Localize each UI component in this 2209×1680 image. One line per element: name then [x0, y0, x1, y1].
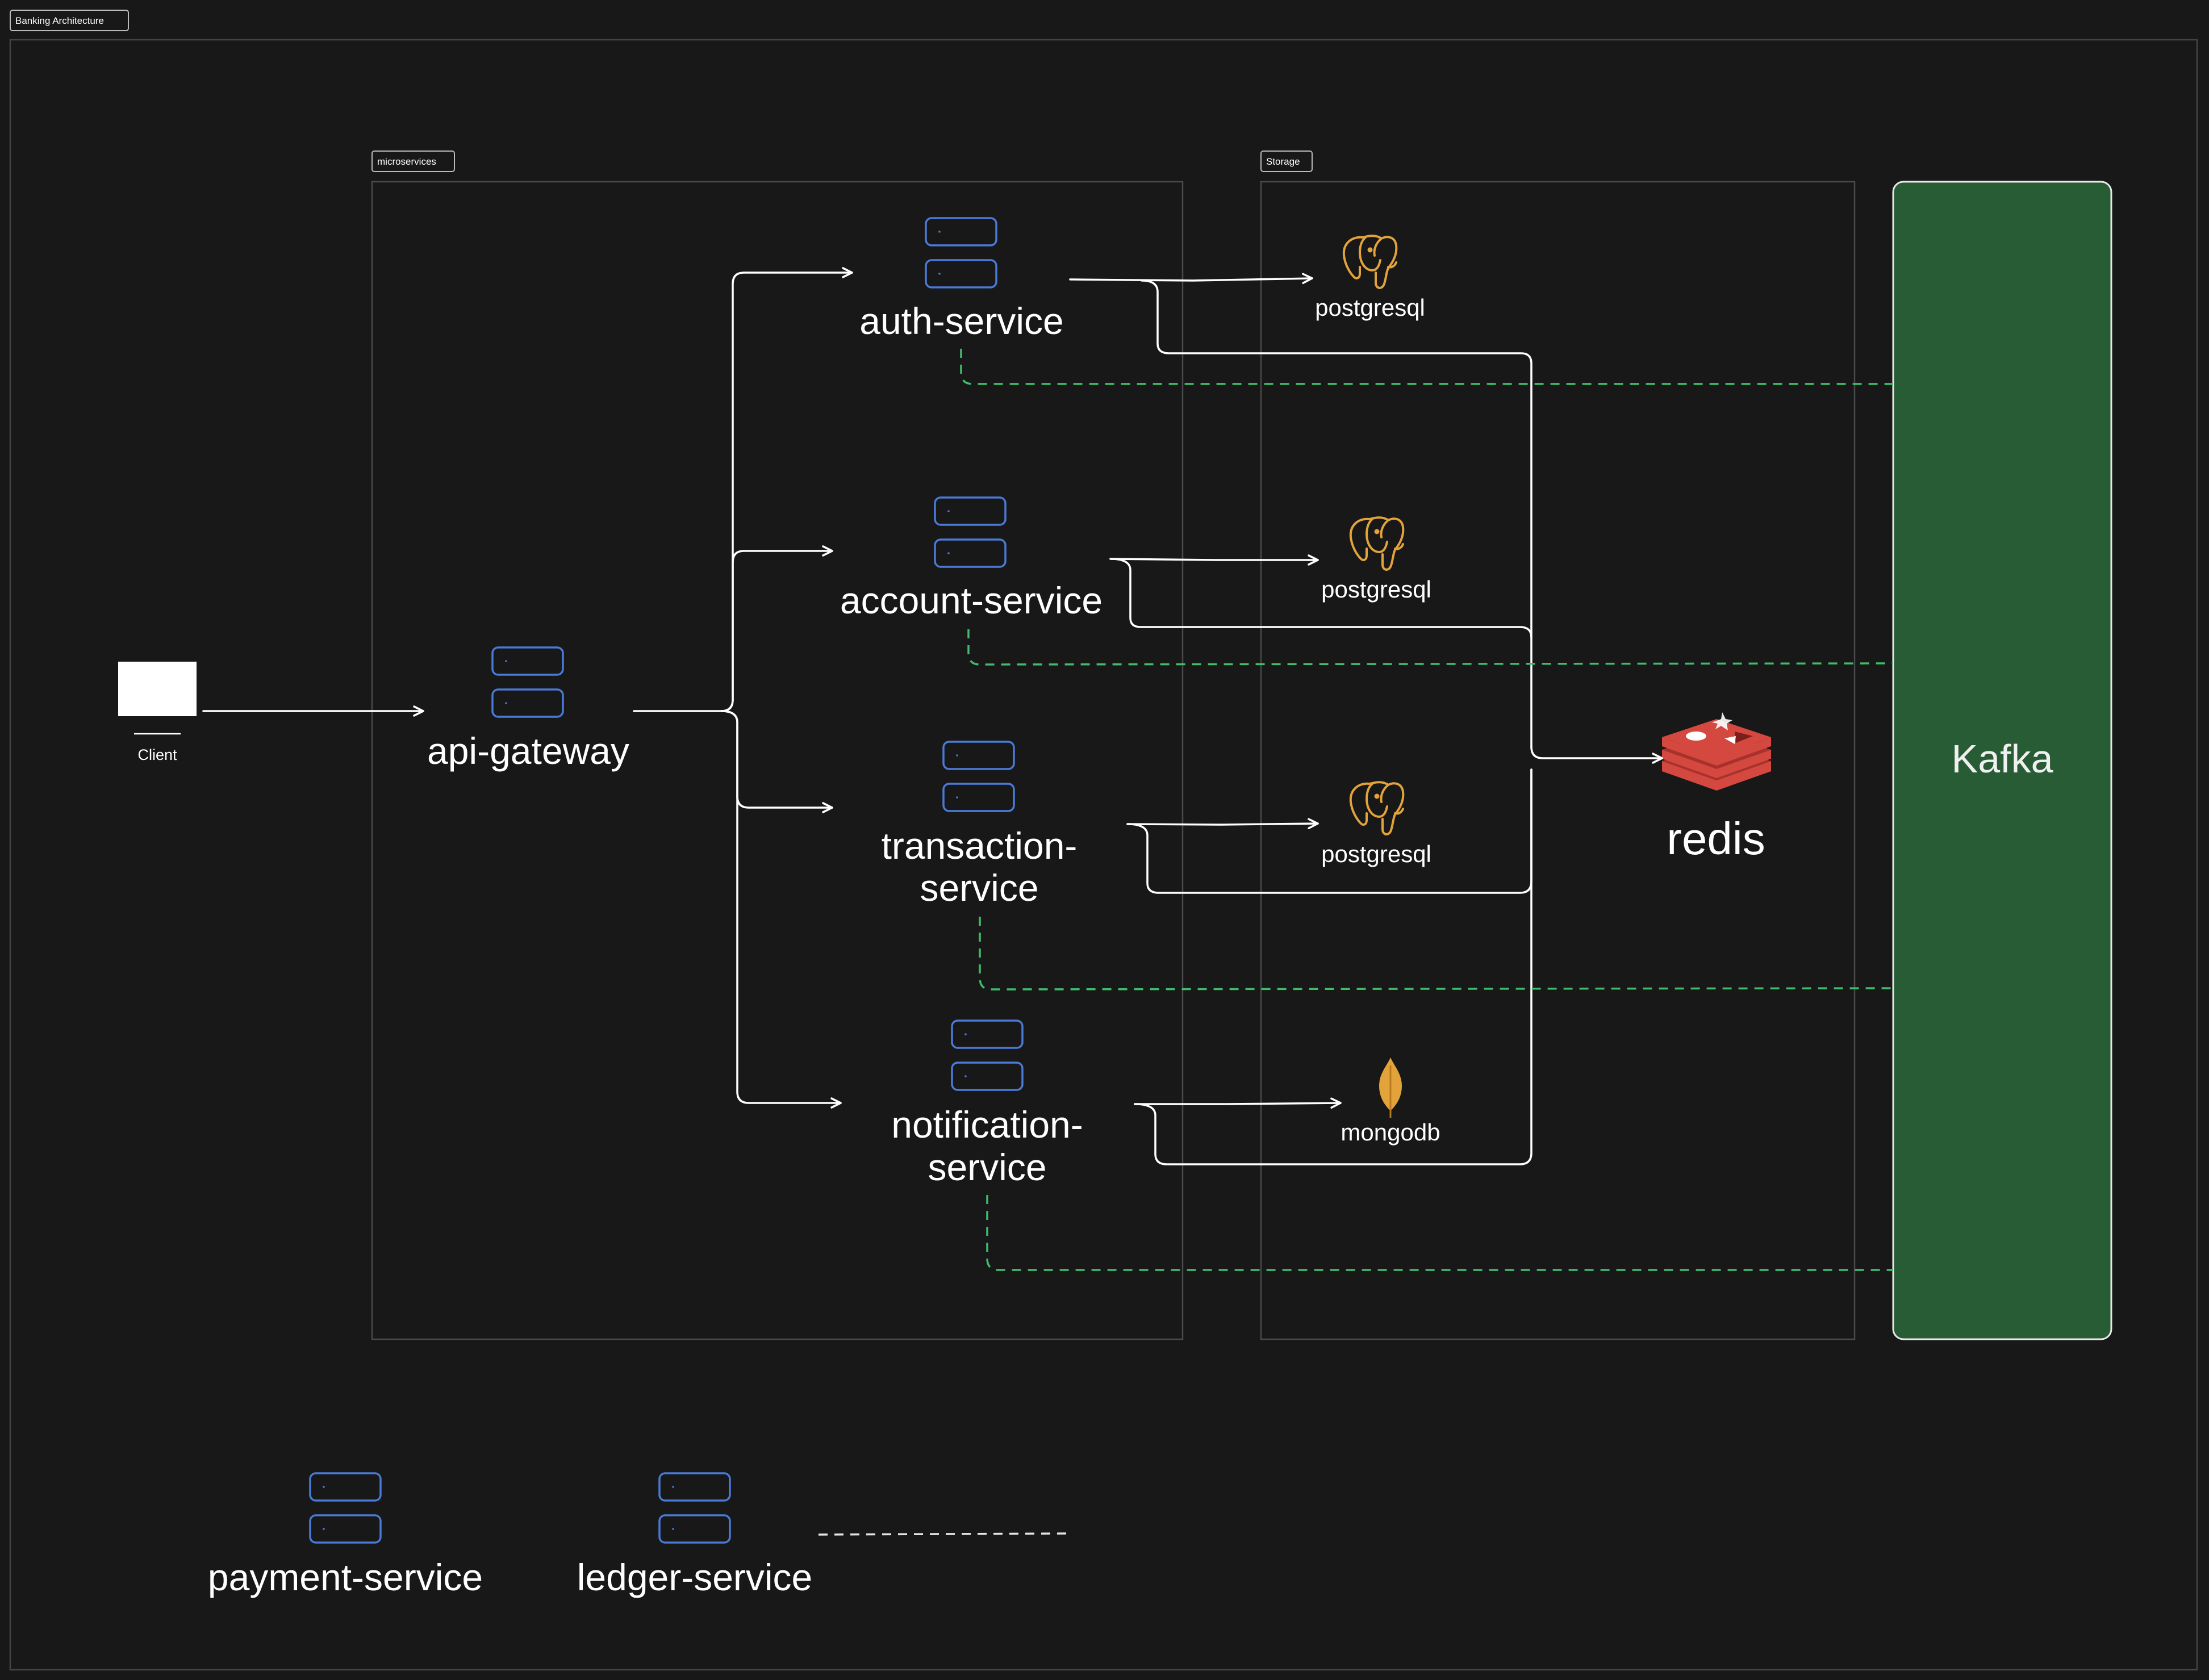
auth-service-node[interactable]: auth-service [859, 217, 1064, 342]
gateway-to-notification-arrow [720, 710, 842, 1109]
client-device-icon [118, 662, 197, 716]
auth-postgresql-node[interactable]: postgresql [1315, 235, 1425, 321]
account-db-label: postgresql [1321, 576, 1431, 603]
notification-to-redis-line [1134, 768, 1532, 1165]
account-to-kafka-event-line [967, 629, 1894, 666]
server-stack-icon [942, 741, 1015, 812]
redis-label: redis [1667, 813, 1765, 864]
api-gateway-node[interactable]: api-gateway [427, 646, 629, 772]
postgresql-elephant-icon [1349, 516, 1405, 571]
ledger-service-label: ledger-service [577, 1556, 813, 1598]
transaction-to-postgres-arrow [1126, 818, 1319, 829]
storage-group [1260, 181, 1856, 1340]
microservices-label: microservices [377, 156, 436, 167]
mongodb-leaf-icon [1378, 1056, 1403, 1119]
transaction-service-node[interactable]: transaction- service [882, 741, 1078, 909]
client-label: Client [137, 746, 177, 763]
kafka-label: Kafka [1952, 737, 2053, 781]
notification-service-label-line1: notification- [891, 1104, 1083, 1146]
notification-service-node[interactable]: notification- service [891, 1019, 1083, 1188]
redis-stack-icon [1662, 712, 1771, 791]
account-service-label: account-service [840, 579, 1103, 621]
account-service-node[interactable]: account-service [840, 496, 1103, 621]
auth-to-kafka-event-line [960, 349, 1893, 385]
notification-service-label-line2: service [928, 1146, 1046, 1188]
transaction-service-label-line1: transaction- [882, 825, 1078, 867]
auth-service-label: auth-service [859, 300, 1064, 342]
loose-dashed-line [818, 1532, 1072, 1536]
auth-db-label: postgresql [1315, 294, 1425, 321]
main-frame-label: Banking Architecture [15, 15, 104, 26]
account-postgresql-node[interactable]: postgresql [1321, 516, 1431, 603]
transaction-db-label: postgresql [1321, 841, 1431, 867]
postgresql-elephant-icon [1342, 235, 1398, 289]
server-stack-icon [951, 1019, 1024, 1091]
redis-arrow [1530, 746, 1663, 764]
main-frame-tag[interactable]: Banking Architecture [10, 10, 129, 31]
notification-mongodb-node[interactable]: mongodb [1341, 1056, 1440, 1146]
server-stack-icon [309, 1472, 382, 1544]
account-to-postgres-arrow [1109, 554, 1319, 566]
storage-tag[interactable]: Storage [1260, 151, 1313, 172]
microservices-tag[interactable]: microservices [371, 151, 455, 172]
notification-db-label: mongodb [1341, 1119, 1440, 1146]
gateway-to-auth-arrow [633, 267, 853, 712]
server-stack-icon [925, 217, 997, 289]
transaction-service-label-line2: service [920, 867, 1038, 909]
gateway-to-account-arrow [720, 545, 833, 712]
server-stack-icon [491, 646, 564, 718]
redis-node[interactable]: redis [1662, 712, 1771, 864]
notification-to-kafka-event-line [986, 1195, 1893, 1271]
postgresql-elephant-icon [1349, 781, 1405, 835]
client-node[interactable]: Client [118, 662, 197, 763]
ledger-service-node[interactable]: ledger-service [577, 1472, 813, 1598]
kafka-broker[interactable]: Kafka [1892, 181, 2112, 1340]
notification-to-mongodb-arrow [1134, 1097, 1342, 1109]
server-stack-icon [934, 496, 1007, 568]
server-stack-icon [658, 1472, 731, 1544]
storage-label: Storage [1266, 156, 1300, 167]
auth-to-redis-line [1141, 279, 1532, 748]
microservices-group [371, 181, 1184, 1340]
auth-to-postgres-arrow [1069, 273, 1313, 285]
transaction-postgresql-node[interactable]: postgresql [1321, 781, 1431, 867]
payment-service-node[interactable]: payment-service [208, 1472, 483, 1598]
transaction-to-kafka-event-line [979, 917, 1894, 991]
account-to-redis-line [1109, 558, 1532, 638]
payment-service-label: payment-service [208, 1556, 483, 1598]
api-gateway-label: api-gateway [427, 730, 629, 772]
main-frame [9, 39, 2198, 1671]
transaction-to-redis-line [1126, 768, 1532, 894]
